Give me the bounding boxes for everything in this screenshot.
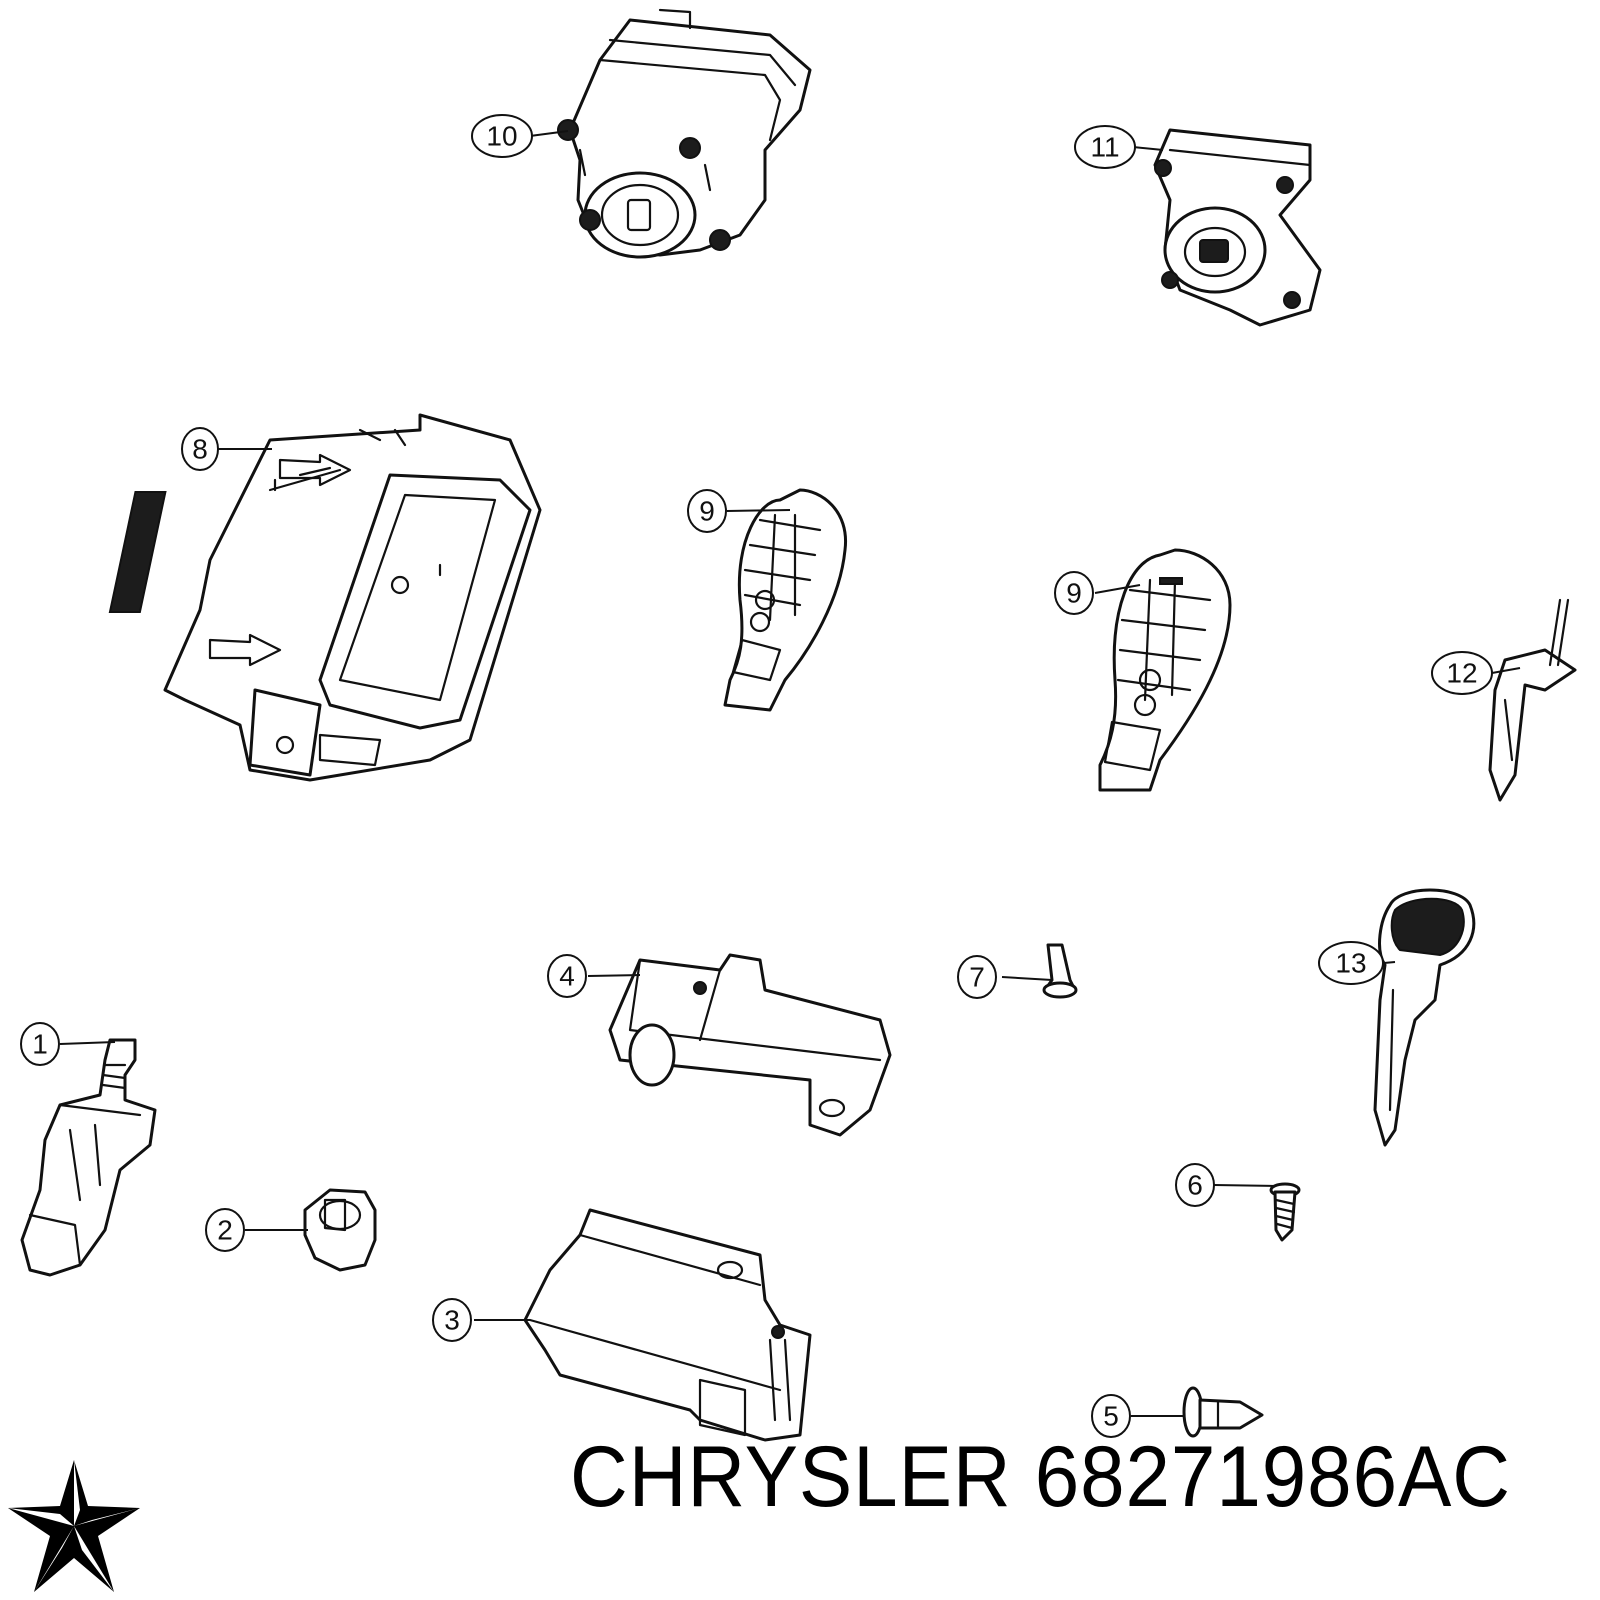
callout-5: 5 bbox=[1091, 1394, 1131, 1438]
svg-text:8: 8 bbox=[192, 434, 208, 465]
callout-1: 1 bbox=[20, 1022, 60, 1066]
part-8-control-module bbox=[108, 413, 542, 782]
part-2-grommet bbox=[303, 1188, 377, 1272]
part-12-key-blade bbox=[1488, 598, 1577, 802]
part-10-ignition-module bbox=[557, 8, 812, 259]
part-13-key bbox=[1373, 888, 1476, 1147]
callout-3: 3 bbox=[432, 1298, 472, 1342]
svg-text:7: 7 bbox=[969, 962, 985, 993]
callout-11: 11 bbox=[1074, 125, 1136, 169]
callout-7: 7 bbox=[957, 955, 997, 999]
svg-text:13: 13 bbox=[1335, 948, 1366, 979]
svg-text:6: 6 bbox=[1187, 1170, 1203, 1201]
callout-2: 2 bbox=[205, 1208, 245, 1252]
svg-text:2: 2 bbox=[217, 1215, 233, 1246]
part-9-key-fob-1 bbox=[723, 488, 847, 712]
callout-9b: 9 bbox=[1054, 571, 1094, 615]
brand-part-number: CHRYSLER 68271986AC bbox=[570, 1429, 1511, 1525]
part-3-module bbox=[523, 1208, 812, 1442]
callout-13: 13 bbox=[1318, 941, 1384, 985]
svg-text:5: 5 bbox=[1103, 1401, 1119, 1432]
part-5-push-clip bbox=[1182, 1386, 1264, 1438]
part-1-switch bbox=[20, 1038, 157, 1277]
svg-text:11: 11 bbox=[1090, 132, 1119, 163]
svg-text:9: 9 bbox=[1066, 578, 1082, 609]
part-11-ignition-bracket bbox=[1153, 128, 1322, 327]
svg-text:3: 3 bbox=[444, 1305, 460, 1336]
part-9-key-fob-2 bbox=[1098, 548, 1232, 792]
part-7-push-pin bbox=[1042, 943, 1078, 999]
callout-4: 4 bbox=[547, 954, 587, 998]
callout-9a: 9 bbox=[687, 489, 727, 533]
svg-text:4: 4 bbox=[559, 961, 575, 992]
callout-10: 10 bbox=[471, 114, 533, 158]
part-6-screw bbox=[1269, 1182, 1301, 1242]
svg-text:9: 9 bbox=[699, 496, 715, 527]
svg-text:10: 10 bbox=[486, 121, 517, 152]
callout-8: 8 bbox=[181, 427, 219, 471]
svg-text:12: 12 bbox=[1446, 658, 1477, 689]
callout-6: 6 bbox=[1175, 1163, 1215, 1207]
pentastar-logo-icon bbox=[8, 1460, 140, 1592]
callout-12: 12 bbox=[1431, 651, 1493, 695]
part-4-module-bracket bbox=[608, 953, 892, 1137]
leader-lines bbox=[59, 130, 1521, 1417]
svg-text:1: 1 bbox=[32, 1029, 48, 1060]
